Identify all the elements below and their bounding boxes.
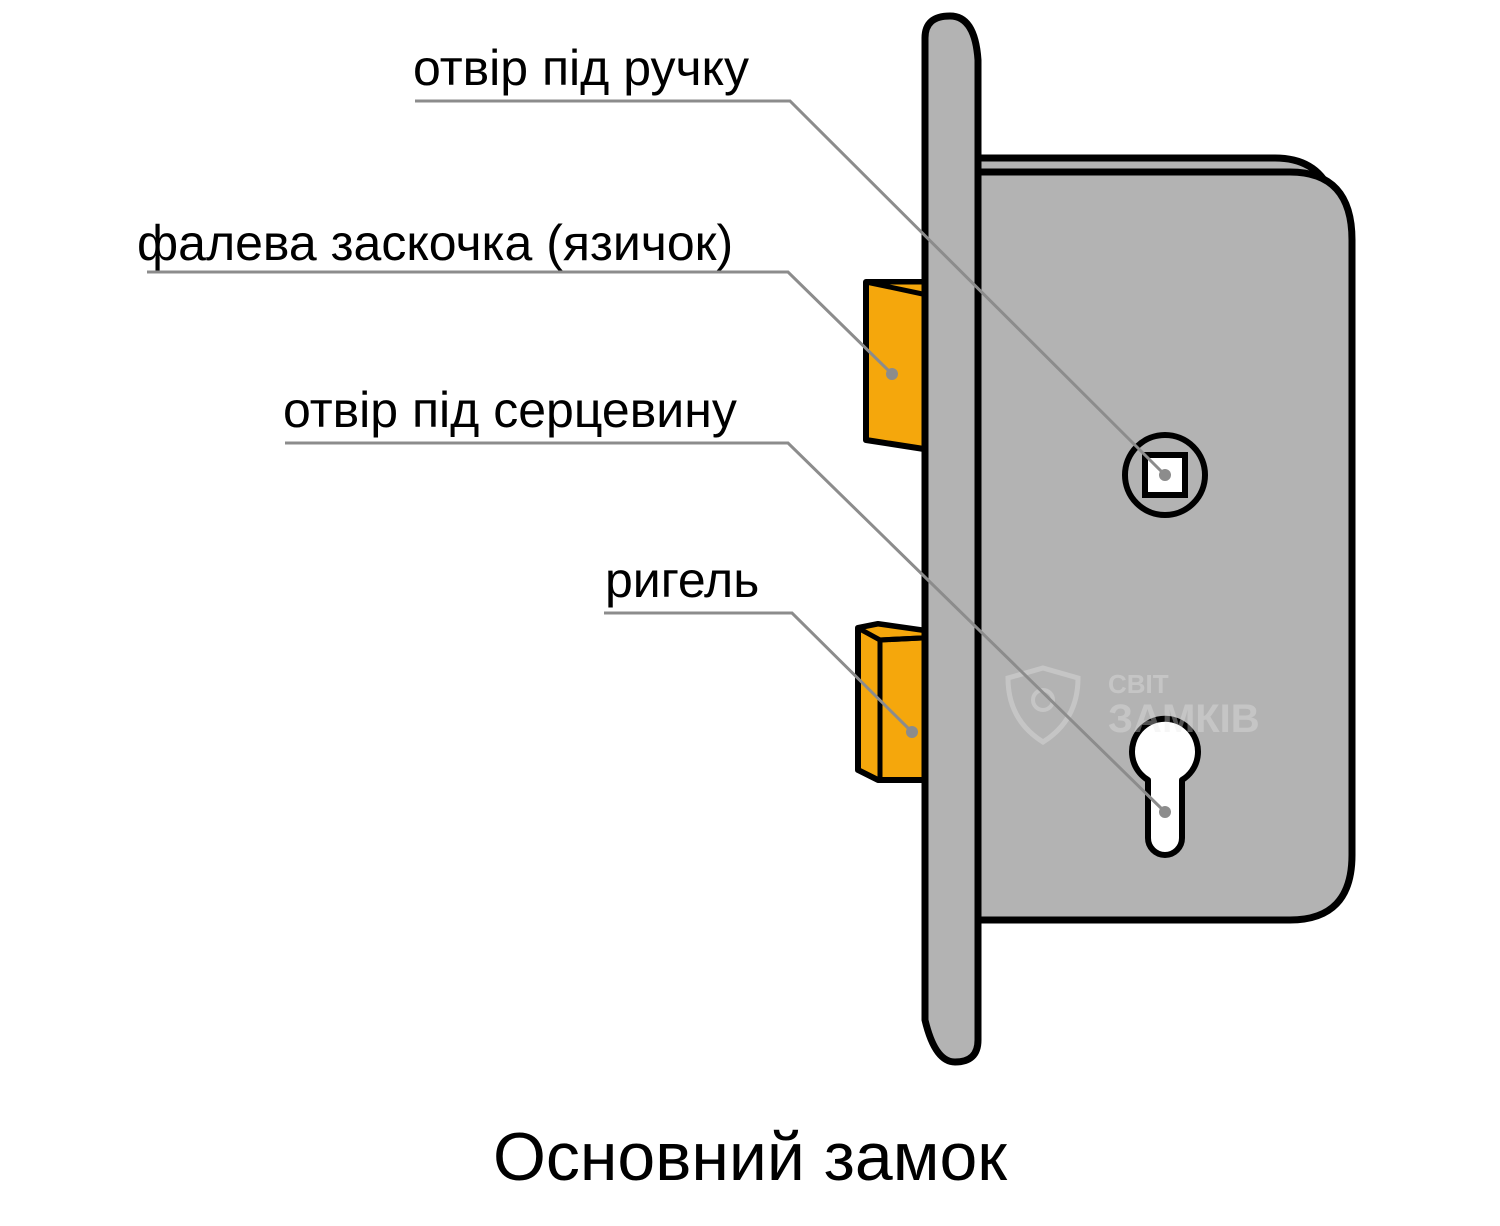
shield-icon	[1005, 665, 1081, 745]
label-latch: фалева заскочка (язичок)	[137, 215, 734, 271]
watermark: СВІТ ЗАМКІВ	[1005, 665, 1260, 745]
leader-lines	[147, 99, 1167, 814]
cylinder-hole	[1129, 715, 1201, 858]
label-handle-hole: отвір під ручку	[413, 40, 749, 96]
lock-case	[974, 168, 1356, 924]
diagram-caption: Основний замок	[492, 1119, 1008, 1195]
leader-latch	[147, 270, 894, 376]
label-cylinder-hole: отвір під серцевину	[283, 382, 737, 438]
leader-handle	[415, 99, 1167, 477]
leader-dots	[886, 368, 1171, 818]
leader-cylinder	[285, 441, 1167, 814]
svg-text:СВІТ: СВІТ	[1108, 669, 1169, 699]
svg-text:ЗАМКІВ: ЗАМКІВ	[1108, 697, 1260, 741]
leader-bolt	[604, 611, 914, 734]
label-bolt: ригель	[605, 552, 760, 608]
face-plate	[921, 12, 982, 1066]
